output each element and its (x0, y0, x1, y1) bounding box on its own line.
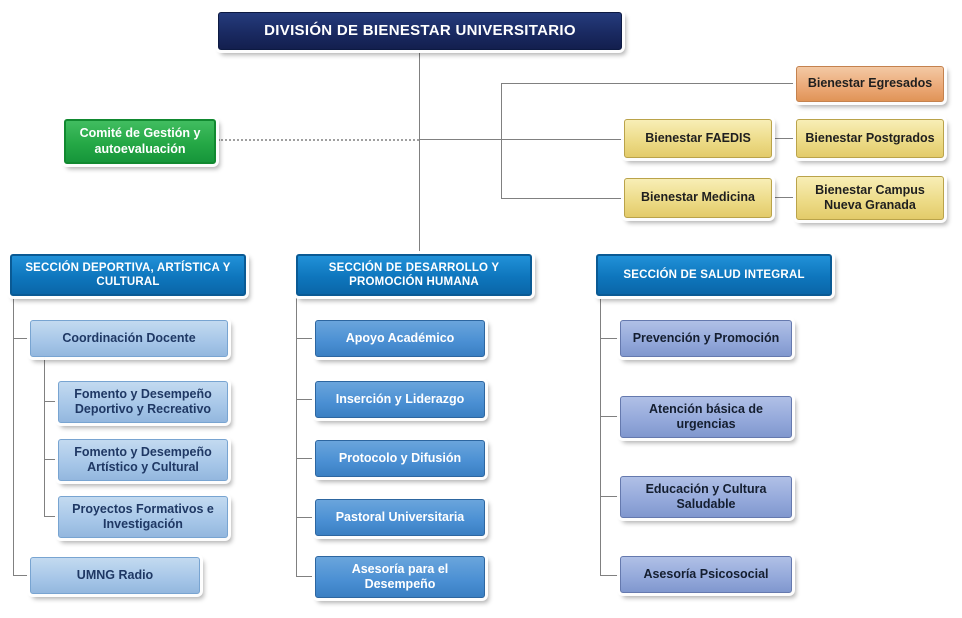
connector-section1-stub-1 (13, 338, 30, 339)
connector-section1-trunk (13, 296, 14, 576)
connector-section3-stub-1 (600, 338, 620, 339)
connector-section2-stub-5 (296, 576, 315, 577)
connector-section1-substub-2 (44, 459, 58, 460)
connector-section2-stub-4 (296, 517, 315, 518)
root-node-division-bienestar: DIVISIÓN DE BIENESTAR UNIVERSITARIO (218, 12, 622, 50)
node-bienestar-campus-nueva-granada: Bienestar Campus Nueva Granada (796, 176, 944, 220)
connector-section3-trunk (600, 296, 601, 575)
connector-section3-stub-4 (600, 575, 620, 576)
connector-section1-substub-3 (44, 516, 58, 517)
connector-egresados (501, 83, 796, 84)
connector-root-trunk (419, 50, 420, 254)
connector-medicina-campus (772, 197, 796, 198)
node-pastoral-universitaria: Pastoral Universitaria (315, 499, 485, 536)
node-proyectos-formativos-investigacion: Proyectos Formativos e Investigación (58, 496, 228, 538)
node-insercion-liderazgo: Inserción y Liderazgo (315, 381, 485, 418)
connector-section2-stub-2 (296, 399, 315, 400)
connector-section2-stub-3 (296, 458, 315, 459)
node-prevencion-promocion: Prevención y Promoción (620, 320, 792, 357)
node-umng-radio: UMNG Radio (30, 557, 200, 594)
section-header-salud-integral: SECCIÓN DE SALUD INTEGRAL (596, 254, 832, 296)
connector-faedis-postgrados (772, 138, 796, 139)
node-bienestar-postgrados: Bienestar Postgrados (796, 119, 944, 158)
node-asesoria-psicosocial: Asesoría Psicosocial (620, 556, 792, 593)
connector-section3-stub-3 (600, 496, 620, 497)
node-asesoria-desempeno: Asesoría para el Desempeño (315, 556, 485, 598)
node-bienestar-medicina: Bienestar Medicina (624, 178, 772, 218)
node-bienestar-faedis: Bienestar FAEDIS (624, 119, 772, 158)
section-header-desarrollo-promocion-humana: SECCIÓN DE DESARROLLO Y PROMOCIÓN HUMANA (296, 254, 532, 296)
connector-faedis (420, 139, 624, 140)
section-header-deportiva-artistica-cultural: SECCIÓN DEPORTIVA, ARTÍSTICA Y CULTURAL (10, 254, 246, 296)
connector-section2-stub-1 (296, 338, 315, 339)
connector-section2-trunk (296, 296, 297, 576)
connector-section3-stub-2 (600, 416, 620, 417)
node-atencion-basica-urgencias: Atención básica de urgencias (620, 396, 792, 438)
node-fomento-deportivo-recreativo: Fomento y Desempeño Deportivo y Recreati… (58, 381, 228, 423)
node-comite-gestion: Comité de Gestión y autoevaluación (64, 119, 216, 164)
node-bienestar-egresados: Bienestar Egresados (796, 66, 944, 102)
connector-section1-subtrunk (44, 357, 45, 517)
node-coordinacion-docente: Coordinación Docente (30, 320, 228, 357)
connector-medicina (501, 198, 624, 199)
node-protocolo-difusion: Protocolo y Difusión (315, 440, 485, 477)
node-fomento-artistico-cultural: Fomento y Desempeño Artístico y Cultural (58, 439, 228, 481)
connector-section1-substub-1 (44, 401, 58, 402)
node-apoyo-academico: Apoyo Académico (315, 320, 485, 357)
connector-committee-dotted (218, 139, 419, 141)
connector-section1-stub-2 (13, 575, 30, 576)
connector-right-branch (501, 83, 502, 198)
node-educacion-cultura-saludable: Educación y Cultura Saludable (620, 476, 792, 518)
